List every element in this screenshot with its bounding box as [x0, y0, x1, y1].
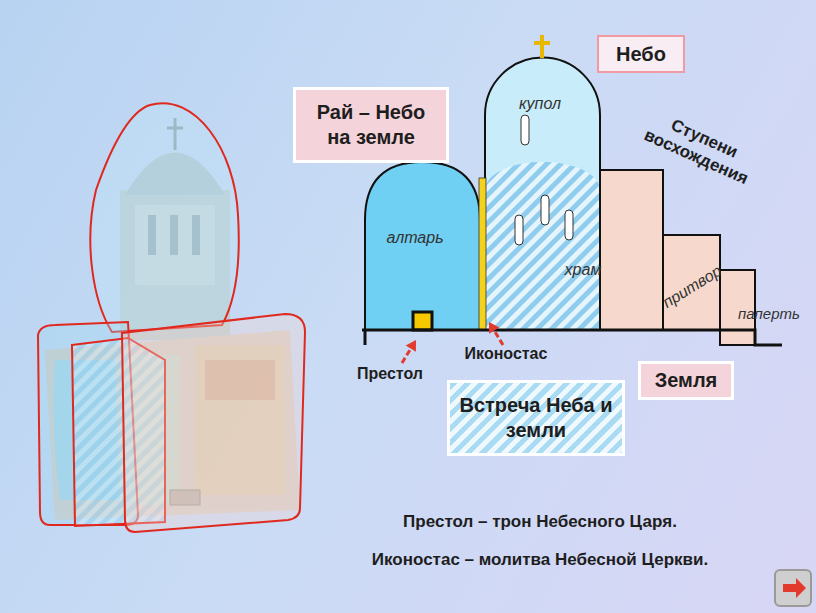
illustration-part — [485, 162, 600, 330]
illustration-part — [362, 35, 782, 345]
illustration-part — [541, 195, 549, 225]
part-name: купол — [495, 94, 585, 113]
illustration-part — [783, 578, 806, 598]
illustration-part — [365, 162, 480, 330]
paradise-box: Рай – Небо на земле — [293, 87, 449, 163]
part-name: храм — [548, 260, 618, 279]
box-text: Рай – Небо на земле — [304, 100, 438, 150]
illustration-part — [540, 35, 544, 58]
illustration-part — [485, 57, 600, 330]
box-text: Земля — [655, 368, 718, 393]
illustration-part — [364, 330, 367, 345]
box-text: Встреча Неба и земли — [458, 393, 614, 443]
illustration-part — [534, 41, 550, 45]
part-name: паперть — [724, 305, 814, 323]
illustration-part — [122, 314, 305, 532]
callout-label: Престол — [340, 364, 440, 383]
note-text: Престол – трон Небесного Царя. — [300, 512, 780, 532]
heaven-box: Небо — [597, 35, 685, 73]
callout-label: Иконостас — [447, 344, 565, 363]
illustration-part — [90, 103, 238, 332]
illustration-part — [775, 570, 811, 606]
leader-arrow — [489, 322, 503, 345]
leader-arrow — [402, 340, 416, 363]
illustration-part — [600, 170, 663, 330]
box-text: Небо — [616, 42, 666, 67]
illustration-part — [38, 103, 305, 532]
illustration-part — [362, 330, 782, 345]
part-name: алтарь — [370, 228, 460, 247]
meeting-box: Встреча Неба и земли — [447, 380, 625, 456]
illustration-part — [413, 312, 432, 330]
arrow-head — [406, 340, 416, 352]
note-text: Иконостас – молитва Небесной Церкви. — [300, 550, 780, 570]
earth-box: Земля — [638, 361, 734, 400]
illustration-part — [521, 115, 529, 145]
illustration-part — [775, 570, 811, 606]
illustration-part — [565, 210, 573, 240]
illustration-part — [479, 178, 486, 330]
illustration-part — [515, 215, 523, 245]
arrow-head — [489, 322, 499, 334]
